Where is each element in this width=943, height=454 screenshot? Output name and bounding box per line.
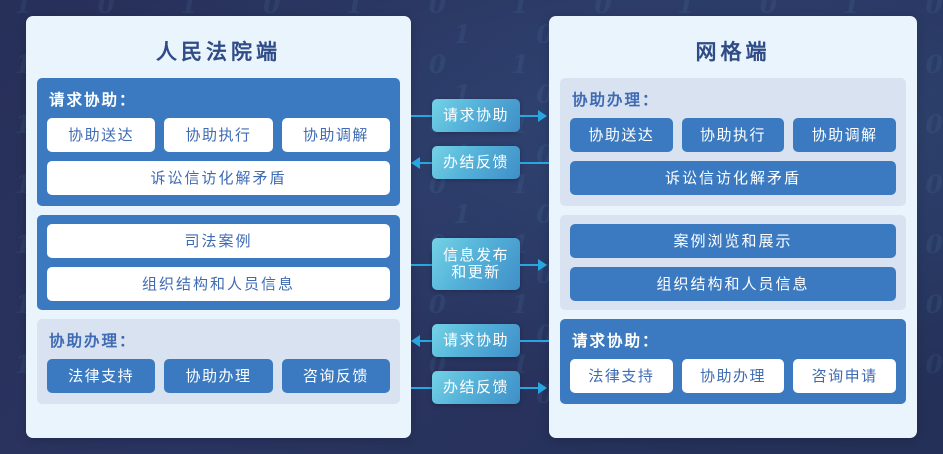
court-bar-judicial-cases[interactable]: 司法案例 xyxy=(47,224,390,258)
court-panel-card: 人民法院端 请求协助： 协助送达 协助执行 协助调解 诉讼信访化解矛盾 司法案例… xyxy=(26,16,411,438)
connector-line-1-left xyxy=(411,115,432,117)
court-btn-assist-delivery[interactable]: 协助送达 xyxy=(47,118,156,152)
connector-arrow-4-left-icon xyxy=(411,335,420,347)
court-panel-title: 人民法院端 xyxy=(156,41,281,64)
connector-line-5-right xyxy=(520,387,538,389)
grid-bar-org-structure-personnel[interactable]: 组织结构和人员信息 xyxy=(570,267,896,301)
grid-request-assistance-label: 请求协助： xyxy=(572,333,660,350)
court-assist-handling-label: 协助办理： xyxy=(49,333,137,350)
court-btn-legal-support[interactable]: 法律支持 xyxy=(47,359,156,393)
court-assist-handling-pill-row: 法律支持 协助办理 咨询反馈 xyxy=(47,359,390,393)
court-bar-org-structure-personnel[interactable]: 组织结构和人员信息 xyxy=(47,267,390,301)
court-btn-assist-mediation[interactable]: 协助调解 xyxy=(281,118,390,152)
connector-line-1-right xyxy=(520,115,538,117)
court-request-assistance-label: 请求协助： xyxy=(49,92,137,109)
grid-btn-assist-mediation[interactable]: 协助调解 xyxy=(793,118,897,152)
connector-badge-completion-feedback-out[interactable]: 办结反馈 xyxy=(432,371,520,404)
connector-line-4-right xyxy=(520,340,549,342)
court-info-group: 司法案例 组织结构和人员信息 xyxy=(37,215,400,310)
connector-line-5-left xyxy=(411,387,432,389)
connector-badge-completion-feedback-in[interactable]: 办结反馈 xyxy=(432,146,520,179)
grid-btn-assist-execution[interactable]: 协助执行 xyxy=(681,118,785,152)
grid-btn-assist-delivery[interactable]: 协助送达 xyxy=(570,118,673,152)
connector-line-4-left xyxy=(420,340,432,342)
connector-badge-3-label: 信息发布 和更新 xyxy=(442,247,509,281)
grid-bar-litigation-petition-resolution[interactable]: 诉讼信访化解矛盾 xyxy=(570,161,896,195)
grid-request-assistance-pill-row: 法律支持 协助办理 咨询申请 xyxy=(570,359,897,393)
connector-badge-info-publish-update[interactable]: 信息发布 和更新 xyxy=(432,238,520,290)
court-assist-handling-group: 协助办理： 法律支持 协助办理 咨询反馈 xyxy=(37,319,400,404)
connector-arrow-5-right-icon xyxy=(538,382,547,394)
grid-assist-handling-pill-row: 协助送达 协助执行 协助调解 xyxy=(570,118,897,152)
court-btn-assist-handling[interactable]: 协助办理 xyxy=(164,359,273,393)
grid-request-assistance-group: 请求协助： 法律支持 协助办理 咨询申请 xyxy=(560,319,906,404)
connector-arrow-2-left-icon xyxy=(411,157,420,169)
connector-line-2-right xyxy=(520,162,549,164)
grid-btn-assist-handling[interactable]: 协助办理 xyxy=(681,359,785,393)
court-bar-litigation-petition-resolution[interactable]: 诉讼信访化解矛盾 xyxy=(47,161,390,195)
connector-line-3-right xyxy=(520,264,538,266)
court-btn-consult-feedback[interactable]: 咨询反馈 xyxy=(281,359,390,393)
court-request-assistance-group: 请求协助： 协助送达 协助执行 协助调解 诉讼信访化解矛盾 xyxy=(37,78,400,206)
grid-info-group: 案例浏览和展示 组织结构和人员信息 xyxy=(560,215,906,310)
court-btn-assist-execution[interactable]: 协助执行 xyxy=(164,118,273,152)
grid-btn-legal-support[interactable]: 法律支持 xyxy=(570,359,673,393)
grid-btn-consult-application[interactable]: 咨询申请 xyxy=(793,359,897,393)
grid-panel-title: 网格端 xyxy=(695,41,771,64)
grid-assist-handling-group: 协助办理： 协助送达 协助执行 协助调解 诉讼信访化解矛盾 xyxy=(560,78,906,206)
connector-line-3-left xyxy=(411,264,432,266)
connector-badge-request-assistance-out[interactable]: 请求协助 xyxy=(432,99,520,132)
connector-arrow-1-right-icon xyxy=(538,110,547,122)
grid-panel-card: 网格端 协助办理： 协助送达 协助执行 协助调解 诉讼信访化解矛盾 案例浏览和展… xyxy=(549,16,917,438)
court-request-assistance-pill-row: 协助送达 协助执行 协助调解 xyxy=(47,118,390,152)
connector-badge-request-assistance-in[interactable]: 请求协助 xyxy=(432,324,520,357)
connector-arrow-3-right-icon xyxy=(538,259,547,271)
grid-assist-handling-label: 协助办理： xyxy=(572,92,660,109)
connector-line-2-left xyxy=(420,162,432,164)
grid-bar-case-browsing-display[interactable]: 案例浏览和展示 xyxy=(570,224,896,258)
